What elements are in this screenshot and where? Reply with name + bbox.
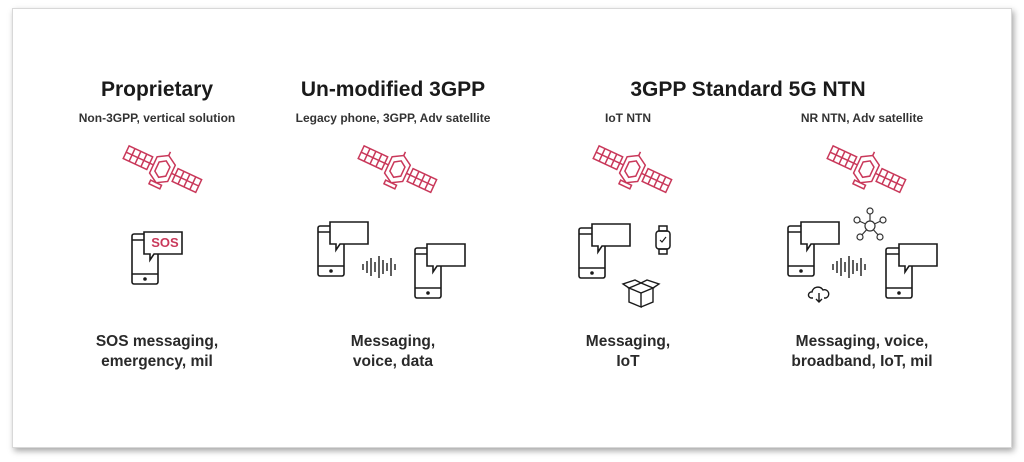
sos-badge: SOS [151,235,179,250]
chat-bubble-icon [800,221,840,251]
network-hub-icon [853,207,887,241]
smartwatch-icon [655,225,671,255]
use-cases-nr-ntn: Messaging, voice,broadband, IoT, mil [791,333,933,370]
subtitle-nr-ntn: NR NTN, Adv satellite [800,111,924,125]
title-unmodified-3gpp: Un-modified 3GPP [300,78,486,101]
use-cases-iot-ntn: Messaging,IoT [585,333,671,370]
chat-bubble-icon [898,243,938,273]
diagram-card [12,8,1012,448]
title-proprietary: Proprietary [100,78,214,101]
title-3gpp-5g-ntn: 3GPP Standard 5G NTN [630,78,866,101]
voice-wave-icon [362,255,396,279]
satellite-icon [117,134,208,204]
voice-wave-icon [832,255,866,279]
satellite-icon [352,134,443,204]
cloud-download-icon [807,286,830,303]
subtitle-iot-ntn: IoT NTN [605,111,651,125]
subtitle-unmodified: Legacy phone, 3GPP, Adv satellite [295,111,491,125]
chat-bubble-icon [591,223,631,253]
use-cases-proprietary: SOS messaging,emergency, mil [95,333,219,370]
use-cases-unmodified: Messaging,voice, data [350,333,436,370]
chat-bubble-icon [426,243,466,273]
satellite-icon [587,134,678,204]
subtitle-proprietary: Non-3GPP, vertical solution [78,111,236,125]
chat-bubble-icon [329,221,369,251]
box-icon [621,279,661,309]
satellite-icon [821,134,912,204]
